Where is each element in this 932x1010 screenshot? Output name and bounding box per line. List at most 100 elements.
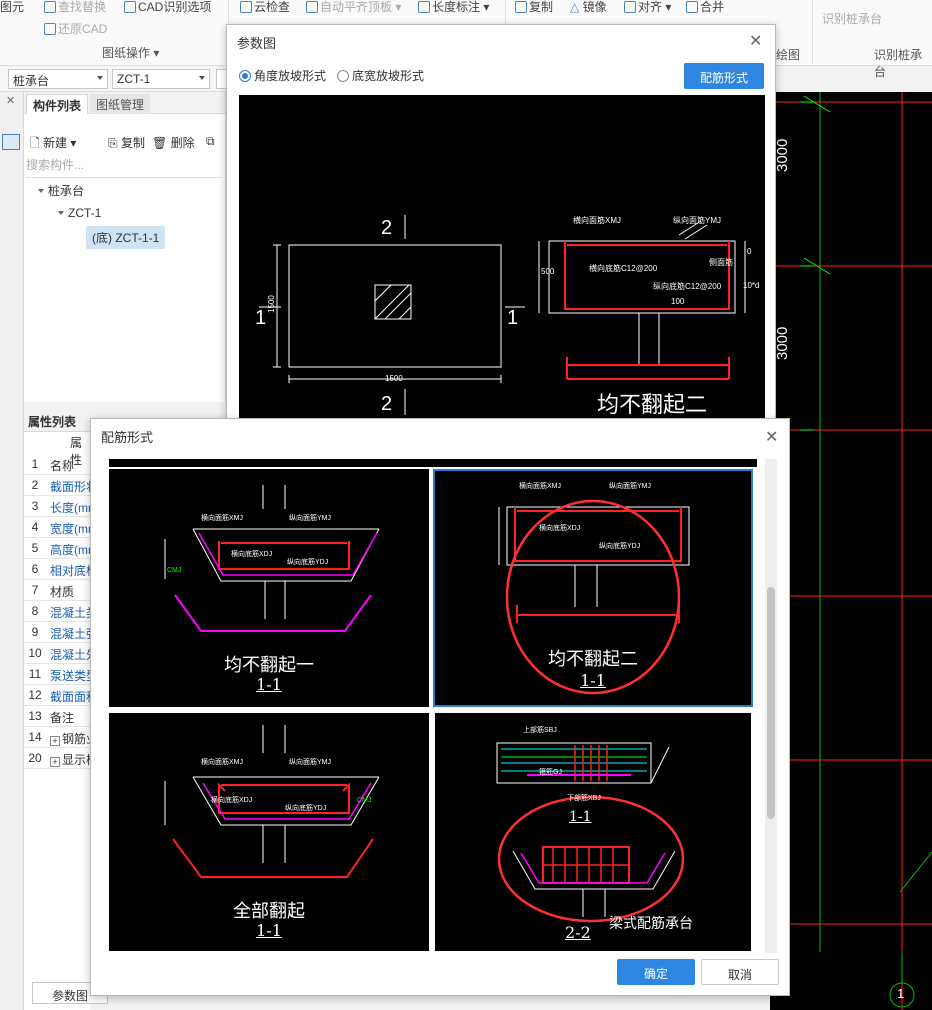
rebar-option-1[interactable]: 横向面筋XMJ 纵向面筋YMJ 横向底筋XDJ 纵向底筋YDJ CMJ 均不翻起…	[109, 469, 429, 707]
property-row[interactable]: 2截面形状	[24, 475, 90, 496]
option-section: 1-1	[256, 921, 282, 940]
list-icon[interactable]	[2, 134, 20, 150]
cloud-check-button[interactable]: 云检查	[240, 0, 290, 15]
label-top-rebar-y: 纵向面筋YMJ	[673, 216, 721, 225]
chevron-down-icon	[199, 76, 205, 80]
label-ymj: 纵向面筋YMJ	[289, 759, 331, 766]
search-input[interactable]: 搜索构件...	[26, 156, 222, 178]
identify-cap-button[interactable]: 识别桩承台	[822, 12, 883, 26]
properties-panel: 属性列表 属性 1名称2截面形状3长度(mm)4宽度(mm)5高度(mm)6相对…	[24, 410, 90, 1010]
group-identify-cap: 识别桩承台	[874, 48, 923, 79]
chevron-down-icon	[58, 211, 64, 215]
tab-drawing-management[interactable]: 图纸管理	[90, 94, 151, 114]
component-type-select[interactable]: 桩承台	[8, 69, 108, 89]
rebar-form-button[interactable]: 配筋形式	[684, 63, 764, 89]
label-ymj: 纵向面筋YMJ	[289, 515, 331, 522]
property-row-name: 高度(mm)	[50, 543, 90, 557]
component-instance-select[interactable]: ZCT-1	[112, 69, 210, 89]
property-row[interactable]: 5 高度(mm)	[24, 538, 90, 559]
new-button[interactable]: 🗋 新建 ▾	[30, 136, 77, 150]
option-section: 1-1	[256, 675, 282, 694]
length-dim-button[interactable]: 长度标注 ▾	[418, 0, 489, 15]
option-caption: 均不翻起二	[548, 649, 638, 670]
property-row[interactable]: 3长度(mm)	[24, 496, 90, 517]
property-row[interactable]: 6相对底标高	[24, 559, 90, 580]
property-row-name: +钢筋业务属性	[50, 730, 90, 747]
property-row-name: 截面形状	[50, 480, 90, 494]
left-toolstrip: ✕	[0, 92, 24, 1010]
property-row-number: 5	[31, 541, 39, 555]
property-row[interactable]: 12截面面积	[24, 685, 90, 706]
component-selector-bar: 桩承台 ZCT-1	[0, 66, 240, 92]
rebar-option-3[interactable]: 横向面筋XMJ 纵向面筋YMJ 横向底筋XDJ 纵向底筋YDJ CMJ 全部翻起…	[109, 713, 429, 951]
label-side-rebar: 侧面筋	[709, 258, 733, 267]
property-row[interactable]: 9混凝土强度	[24, 622, 90, 643]
property-row[interactable]: 11泵送类型	[24, 664, 90, 685]
close-icon[interactable]: ✕	[765, 429, 779, 446]
property-row-name: 长度(mm)	[50, 501, 90, 515]
dimension-label: 3000	[774, 138, 791, 172]
close-icon[interactable]: ✕	[6, 95, 16, 107]
properties-col-header: 属性	[70, 436, 83, 467]
merge-button[interactable]: 合并	[686, 0, 724, 15]
cancel-button[interactable]: 取消	[701, 959, 779, 985]
scroll-thumb[interactable]	[767, 587, 775, 819]
option-section: 1-1	[580, 671, 606, 690]
radio-angle-slope[interactable]: 角度放坡形式	[239, 67, 326, 84]
tab-component-list[interactable]: 构件列表	[26, 94, 89, 114]
radio-width-slope[interactable]: 底宽放坡形式	[337, 67, 424, 84]
delete-button[interactable]: 🗑 删除	[152, 136, 195, 150]
cad-canvas[interactable]: 3000 3000 1	[770, 92, 932, 1010]
cad-options-button[interactable]: CAD识别选项	[124, 0, 211, 15]
auto-align-button[interactable]: 自动平齐顶板 ▾	[306, 0, 401, 15]
property-row[interactable]: 20+显示样式	[24, 748, 90, 769]
property-row[interactable]: 8混凝土类型	[24, 601, 90, 622]
property-row[interactable]: 10混凝土外加剂	[24, 643, 90, 664]
mirror-button[interactable]: △ 镜像	[570, 0, 607, 14]
mirror-icon: △	[570, 0, 580, 14]
align-button[interactable]: 对齐 ▾	[624, 0, 671, 15]
rebar-option-4[interactable]: 上部筋SBJ 箍筋GJ 下部筋XBJ 1-1 梁式配筋承台 2-2	[435, 713, 751, 951]
group-drawing-ops: 图纸操作 ▾	[102, 46, 160, 60]
close-icon[interactable]: ✕	[749, 33, 763, 50]
section-marker: 1	[255, 307, 267, 329]
tree-leaf-selected[interactable]: (底) ZCT-1-1	[86, 226, 166, 249]
property-row-number: 10	[28, 646, 42, 660]
dim-0: 0	[747, 247, 752, 256]
copy-component-button[interactable]: ⎘ 复制	[108, 136, 145, 150]
label-top-rebar: 横向面筋XMJ	[573, 216, 621, 225]
restore-cad-button[interactable]: 还原CAD	[44, 20, 107, 37]
copy-icon	[515, 1, 527, 13]
label-ymj: 纵向面筋YMJ	[609, 483, 651, 490]
more-icon[interactable]: ⧉	[206, 134, 215, 148]
section-marker: 2	[381, 393, 393, 415]
ribbon-left-text: 图元	[0, 0, 25, 14]
find-replace-button[interactable]: 查找替换	[44, 0, 106, 15]
property-row[interactable]: 4宽度(mm)	[24, 517, 90, 538]
merge-icon	[686, 1, 698, 13]
align-icon	[624, 1, 636, 13]
property-row-number: 4	[31, 520, 39, 534]
tree-root[interactable]: 桩承台	[38, 182, 84, 199]
trash-icon: 🗑	[152, 136, 168, 150]
copy-button[interactable]: 复制	[515, 0, 553, 15]
expand-icon[interactable]: +	[50, 757, 60, 767]
dim-500: 500	[541, 267, 555, 276]
property-row-number: 20	[28, 751, 42, 765]
cad-grid	[770, 92, 932, 1010]
scrollbar[interactable]	[765, 459, 777, 953]
param-dialog: 参数图 ✕ 角度放坡形式 底宽放坡形式 配筋形式	[226, 24, 776, 425]
rebar-option-2-selected[interactable]: 横向面筋XMJ 纵向面筋YMJ 横向底筋XDJ 纵向底筋YDJ 均不翻起二 1-…	[433, 469, 753, 707]
param-view-button[interactable]: 参数图	[32, 982, 108, 1004]
option-3-svg	[164, 725, 380, 878]
rebar-form-dialog: 配筋形式 ✕ 横向面筋XMJ 纵向面筋YMJ 横向底筋XDJ 纵向底筋YDJ C…	[90, 418, 790, 996]
label-xbj: 下部筋XBJ	[567, 795, 601, 802]
property-row[interactable]: 14+钢筋业务属性	[24, 727, 90, 748]
axis-label: 1	[897, 986, 905, 1001]
tree-child[interactable]: ZCT-1	[58, 206, 101, 220]
expand-icon[interactable]: +	[50, 736, 60, 746]
ok-button[interactable]: 确定	[617, 959, 695, 985]
